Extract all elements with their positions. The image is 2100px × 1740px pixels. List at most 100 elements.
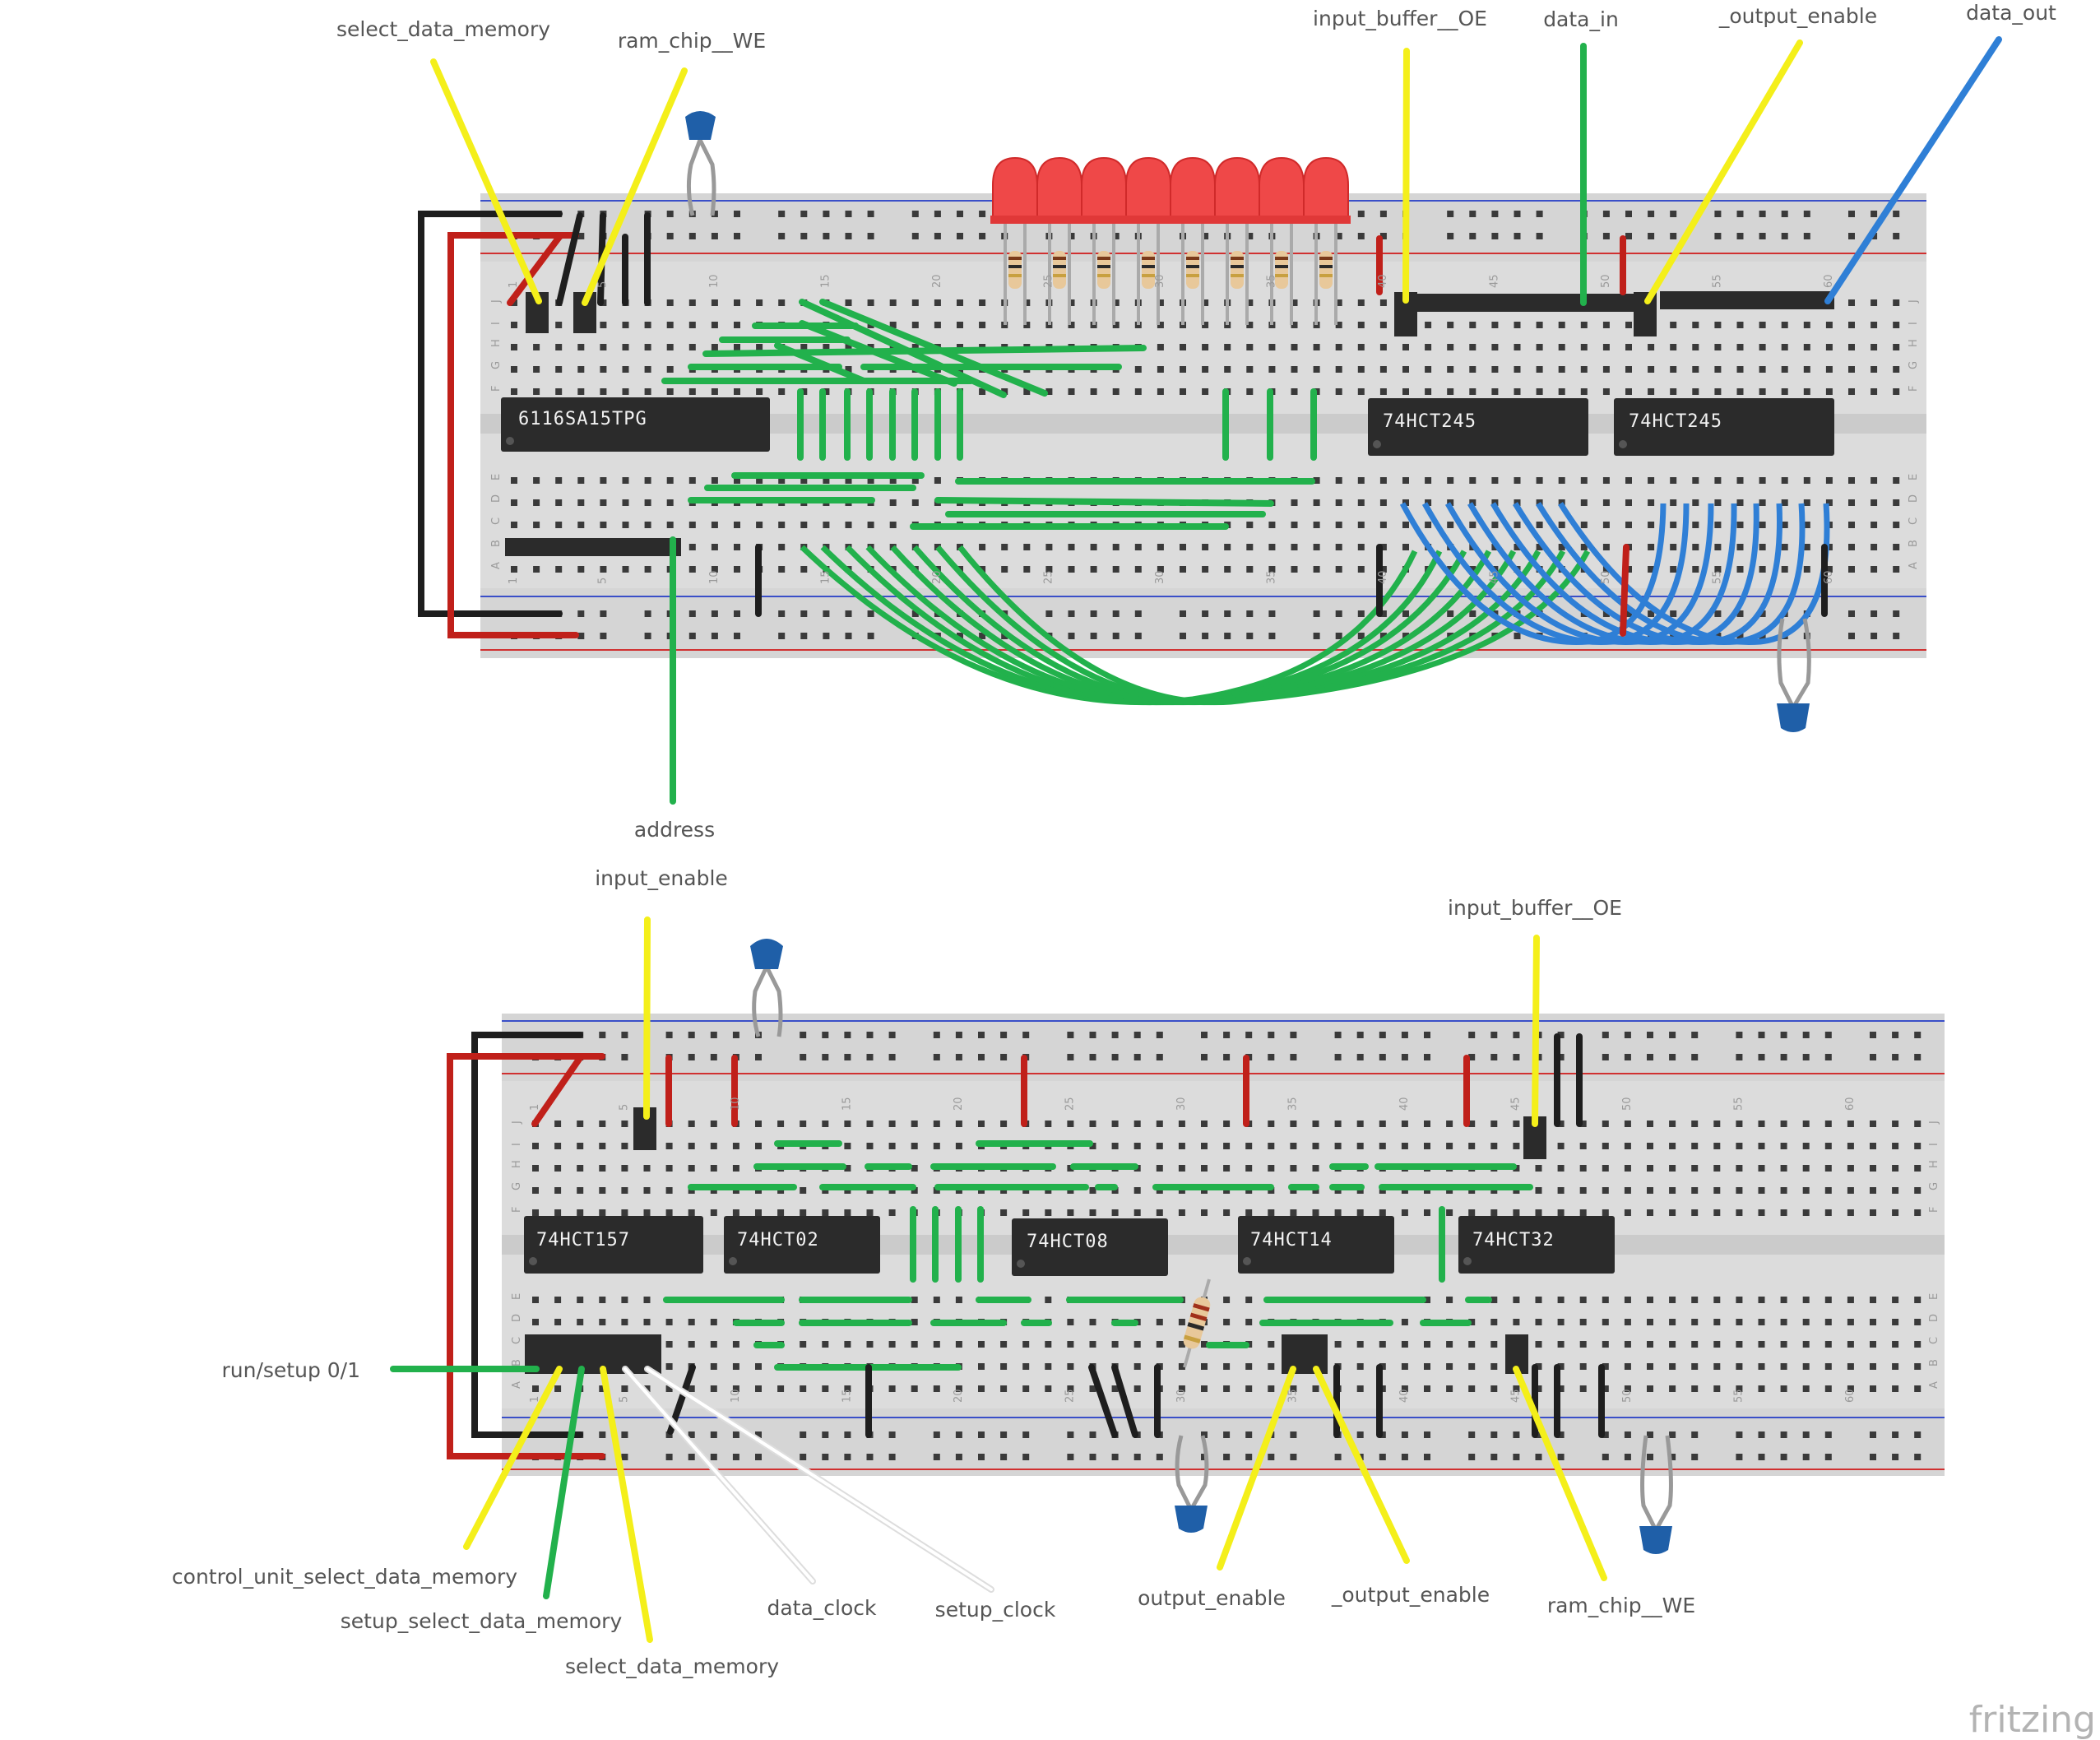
bottom-capacitor-1: [750, 939, 783, 1037]
column-number: 50: [1621, 1389, 1634, 1403]
chip-label-6116: 6116SA15TPG: [518, 409, 647, 429]
control-header: [525, 1334, 661, 1374]
column-number: 10: [730, 1097, 742, 1111]
row-letter: C: [511, 1337, 523, 1344]
column-number: 60: [1823, 570, 1835, 584]
label-output-enable: output_enable: [1138, 1586, 1286, 1610]
row-letter: F: [490, 386, 503, 392]
column-number: 40: [1398, 1389, 1411, 1403]
chip-74hct08: 74HCT08: [1012, 1218, 1168, 1276]
row-letter: J: [490, 299, 503, 304]
column-number: 55: [1732, 1389, 1745, 1403]
label-bottom-ram-chip-we: ram_chip__WE: [1547, 1594, 1695, 1617]
column-number: 25: [1042, 570, 1055, 584]
column-number: 20: [953, 1097, 965, 1111]
column-number: 1: [508, 281, 520, 288]
top-green-wires: [661, 299, 1317, 805]
chip-label-74hct14: 74HCT14: [1250, 1230, 1333, 1250]
row-letter: E: [1908, 474, 1920, 480]
chip-74hct32: 74HCT32: [1458, 1216, 1615, 1274]
column-number: 20: [931, 274, 943, 288]
row-letter: H: [511, 1160, 523, 1168]
row-letter: G: [1908, 361, 1920, 369]
label-data-clock: data_clock: [767, 1596, 877, 1620]
column-number: 10: [730, 1389, 742, 1403]
row-letter: G: [1928, 1182, 1940, 1190]
led: [1079, 156, 1129, 325]
chip-label-74hct02: 74HCT02: [737, 1230, 819, 1250]
column-number: 5: [596, 578, 609, 584]
row-letter: I: [511, 1143, 523, 1146]
row-letter: A: [511, 1381, 523, 1389]
label-top-data-out: data_out: [1966, 1, 2056, 25]
column-number: 10: [708, 570, 721, 584]
row-letter: G: [490, 361, 503, 369]
column-number: 60: [1844, 1097, 1857, 1111]
column-number: 45: [1509, 1389, 1522, 1403]
column-number: 5: [596, 281, 609, 288]
label-top-output-enable: _output_enable: [1718, 4, 1877, 28]
column-number: 5: [618, 1396, 630, 1403]
column-number: 50: [1600, 274, 1612, 288]
bottom-signal-wires: [390, 916, 1607, 1643]
row-letter: J: [1908, 299, 1920, 304]
chip-label-74hct245-2: 74HCT245: [1629, 411, 1722, 432]
top-signal-wires: [430, 36, 2002, 306]
column-number: 40: [1398, 1097, 1411, 1111]
row-letter: I: [1928, 1143, 1940, 1146]
column-number: 25: [1064, 1389, 1076, 1403]
led: [1168, 156, 1217, 325]
bottom-resistor: [1183, 1278, 1211, 1368]
column-number: 40: [1377, 274, 1389, 288]
column-number: 35: [1265, 570, 1277, 584]
address-header: [505, 538, 681, 556]
chip-label-74hct245-1: 74HCT245: [1383, 411, 1476, 432]
label-setup-select-data-memory: setup_select_data_memory: [341, 1609, 623, 1633]
row-letter: H: [1928, 1160, 1940, 1168]
row-letter: B: [1928, 1359, 1940, 1366]
row-letter: D: [511, 1314, 523, 1322]
label-not-output-enable: _output_enable: [1331, 1583, 1490, 1607]
top-blue-arc-wires: [1399, 502, 1830, 646]
row-letter: H: [490, 339, 503, 347]
column-number: 35: [1265, 274, 1277, 288]
row-letter: B: [511, 1359, 523, 1366]
row-letter: F: [1908, 386, 1920, 392]
row-letter: A: [1908, 562, 1920, 569]
column-number: 35: [1286, 1097, 1299, 1111]
row-letter: E: [1928, 1293, 1940, 1300]
row-letter: B: [1908, 540, 1920, 547]
column-number: 30: [1175, 1097, 1188, 1111]
column-number: 15: [819, 274, 832, 288]
column-number: 20: [931, 570, 943, 584]
column-number: 50: [1600, 570, 1612, 584]
row-letter: B: [490, 540, 503, 547]
label-top-select-data-memory: select_data_memory: [336, 17, 550, 41]
data-out-header: [1660, 291, 1834, 309]
top-capacitor-2: [1777, 618, 1811, 732]
bottom-green-wires: [663, 1140, 1533, 1371]
column-number: 15: [841, 1389, 853, 1403]
label-top-data-in: data_in: [1543, 7, 1619, 31]
chip-label-74hct32: 74HCT32: [1472, 1230, 1555, 1250]
row-letter: G: [511, 1182, 523, 1190]
chip-label-74hct157: 74HCT157: [536, 1230, 630, 1250]
row-letter: J: [511, 1121, 523, 1125]
chip-label-74hct08: 74HCT08: [1027, 1232, 1109, 1252]
label-top-input-buffer-oe: input_buffer__OE: [1313, 7, 1487, 30]
data-in-header: [1416, 294, 1639, 312]
column-number: 45: [1509, 1097, 1522, 1111]
label-control-unit-select-data-memory: control_unit_select_data_memory: [172, 1565, 517, 1589]
column-number: 15: [841, 1097, 853, 1111]
column-number: 60: [1844, 1389, 1857, 1403]
column-number: 55: [1711, 274, 1723, 288]
column-number: 30: [1154, 570, 1166, 584]
column-number: 15: [819, 570, 832, 584]
column-number: 40: [1377, 570, 1389, 584]
row-letter: C: [1928, 1337, 1940, 1344]
led: [1257, 156, 1306, 325]
row-letter: D: [1908, 494, 1920, 503]
column-number: 1: [508, 578, 520, 584]
label-bottom-input-buffer-oe: input_buffer__OE: [1448, 896, 1622, 920]
